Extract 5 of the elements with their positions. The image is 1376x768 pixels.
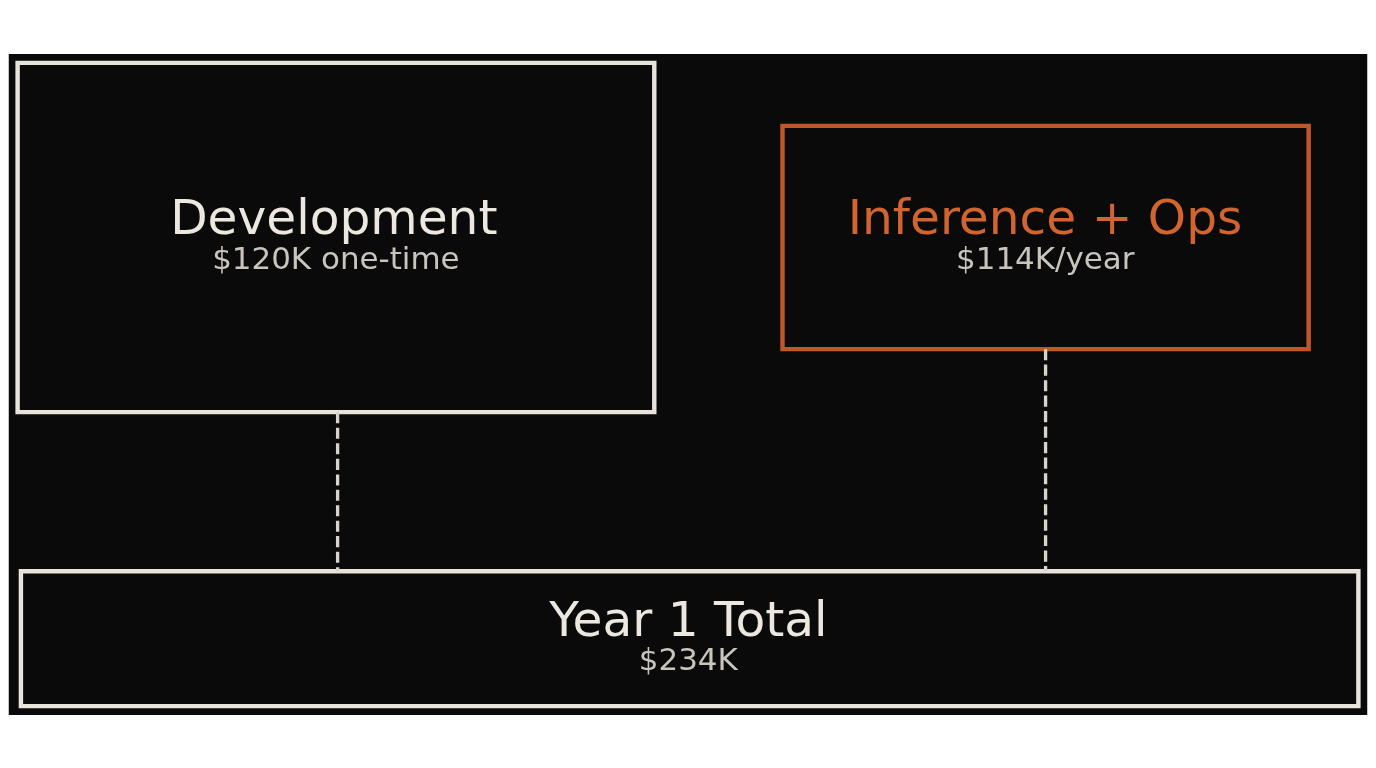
connector bbox=[1043, 348, 1048, 571]
node-box: Year 1 Total $234K bbox=[18, 568, 1361, 708]
node-box: Inference + Ops $114K/year bbox=[780, 123, 1311, 351]
connector bbox=[335, 411, 340, 571]
node-box: Development $120K one-time bbox=[15, 60, 657, 414]
